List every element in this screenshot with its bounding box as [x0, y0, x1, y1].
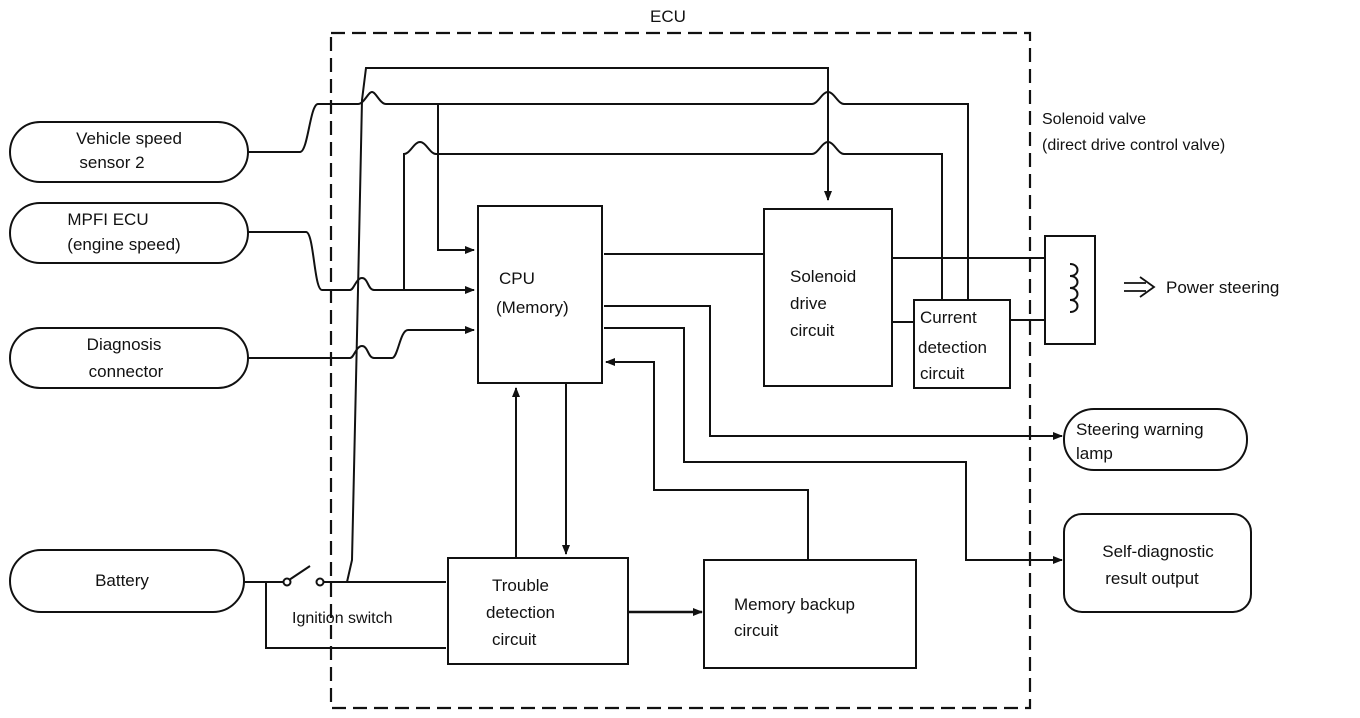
wire-diagnosis — [248, 326, 475, 359]
power-steering-arrow-icon — [1124, 276, 1156, 298]
ecu-label: ECU — [650, 7, 686, 26]
ignition-switch-icon: Ignition switch — [282, 565, 393, 627]
wire-drive-to-coil — [890, 257, 1071, 264]
svg-text:MPFI ECU(engine speed): MPFI ECU(engine speed) — [67, 210, 180, 254]
wire-cpu-to-warning-lamp — [604, 305, 1063, 440]
solenoid-coil-icon — [1044, 235, 1096, 345]
svg-text:Battery: Battery — [95, 571, 149, 590]
solenoid-valve-label: Solenoid valve (direct drive control val… — [1042, 111, 1225, 154]
mpfi-ecu-node: MPFI ECU(engine speed) — [9, 202, 249, 264]
wire-speed-to-cpu — [437, 104, 475, 254]
battery-node: Battery — [9, 549, 245, 613]
wire-backup-to-cpu — [605, 358, 809, 560]
ecu-boundary: ECU — [329, 7, 1032, 710]
cpu-block: CPU(Memory) — [477, 205, 603, 384]
wire-mpfi-ecu — [248, 231, 404, 291]
power-steering-label: Power steering — [1166, 278, 1279, 297]
wire-vehicle-speed — [248, 90, 969, 300]
ignition-switch-label: Ignition switch — [292, 610, 393, 627]
wire-current-detection-loop — [403, 140, 943, 300]
svg-text:CPU(Memory): CPU(Memory) — [496, 269, 569, 317]
wire-bus-to-solenoid-drive — [346, 67, 832, 583]
wire-cpu-to-self-diagnostic — [604, 327, 1063, 564]
wire-battery-direct — [265, 582, 446, 649]
